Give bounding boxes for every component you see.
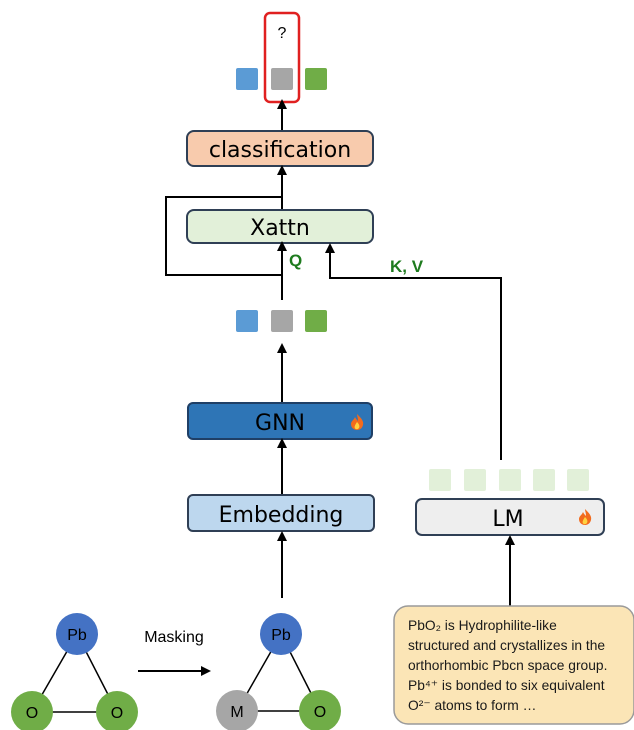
q-label: Q	[289, 251, 302, 270]
node-o-masked-label: O	[314, 704, 326, 721]
node-m-masked	[216, 690, 258, 730]
lm-token-3	[499, 469, 521, 491]
lm-token-1	[429, 469, 451, 491]
node-pb-original	[56, 613, 98, 655]
text-line-5: O²⁻ atoms to form …	[408, 698, 536, 713]
gnn-token-blue	[236, 310, 258, 332]
node-o-right-original-label: O	[111, 705, 123, 722]
node-o-left-original-label: O	[26, 705, 38, 722]
residual-connection	[165, 196, 282, 276]
text-line-4: Pb⁴⁺ is bonded to six equivalent	[408, 678, 605, 693]
kv-connection	[325, 243, 502, 460]
node-o-left-original	[11, 691, 53, 730]
masking-label: Masking	[144, 629, 204, 646]
gnn-token-gray	[271, 310, 293, 332]
lm-label: LM	[492, 507, 523, 532]
node-o-right-original	[96, 691, 138, 730]
classification-label: classification	[209, 138, 351, 163]
text-description-box	[393, 605, 634, 725]
lm-token-5	[567, 469, 589, 491]
output-token-green	[305, 68, 327, 90]
node-o-masked	[299, 690, 341, 730]
node-m-masked-label: M	[230, 704, 243, 721]
kv-label: K, V	[390, 257, 424, 276]
xattn-label: Xattn	[250, 216, 310, 241]
gnn-label: GNN	[255, 411, 305, 436]
embedding-label: Embedding	[219, 503, 344, 528]
text-line-1: PbO₂ is Hydrophilite-like	[408, 618, 557, 633]
output-token-blue	[236, 68, 258, 90]
gnn-token-green	[305, 310, 327, 332]
node-pb-original-label: Pb	[67, 627, 87, 644]
output-token-gray	[271, 68, 293, 90]
lm-token-2	[464, 469, 486, 491]
prediction-question-mark: ?	[278, 25, 287, 42]
node-pb-masked	[260, 613, 302, 655]
text-line-2: structured and crystallizes in the	[408, 638, 605, 653]
lm-token-4	[533, 469, 555, 491]
text-line-3: orthorhombic Pbcn space group.	[408, 658, 607, 673]
node-pb-masked-label: Pb	[271, 627, 291, 644]
